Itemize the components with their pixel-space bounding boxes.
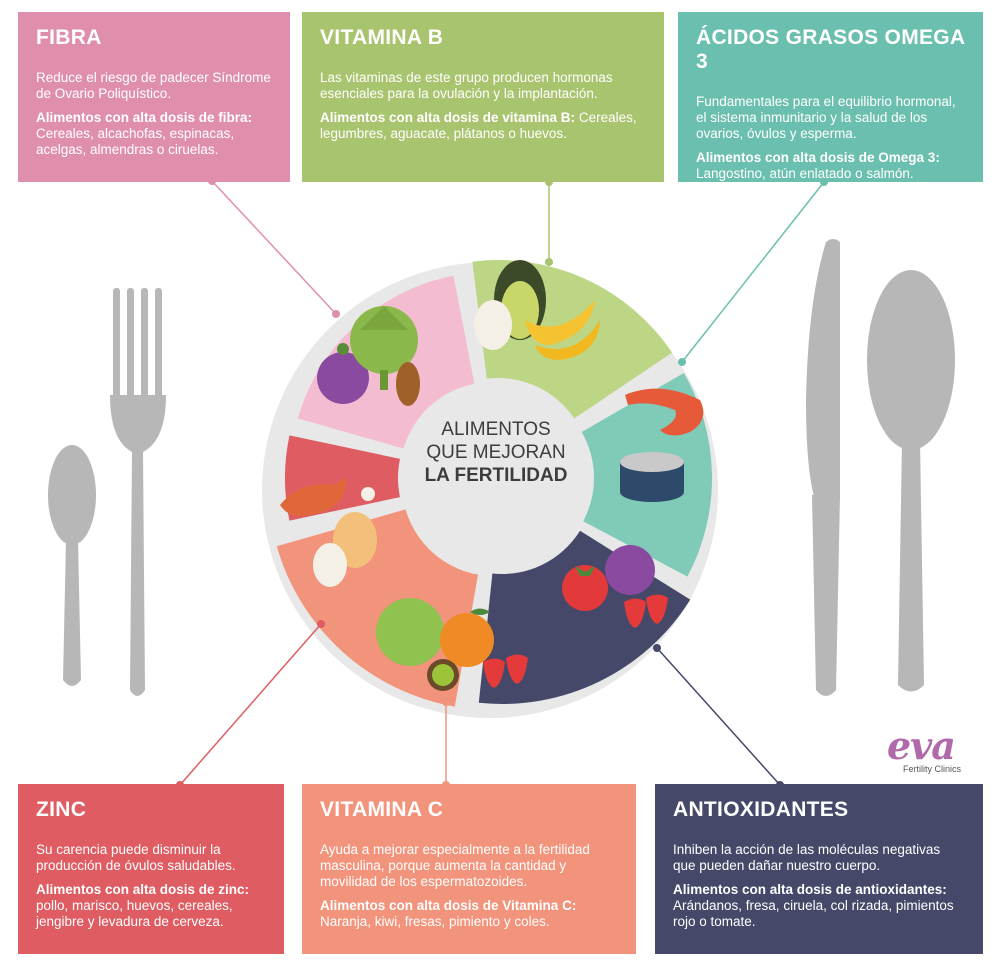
artichoke-icon <box>350 306 418 390</box>
connector-antioxidantes <box>656 647 781 786</box>
card-description: Reduce el riesgo de padecer Síndrome de … <box>36 70 271 101</box>
card-foods-list: Naranja, kiwi, fresas, pimiento y coles. <box>320 914 550 929</box>
connector-fibra <box>211 180 337 315</box>
lobster-icon <box>280 478 347 517</box>
card-description: Ayuda a mejorar especialmente a la ferti… <box>320 842 590 889</box>
card-foods-label: Alimentos con alta dosis de vitamina B: <box>320 110 576 125</box>
plate-center-title: ALIMENTOS QUE MEJORAN LA FERTILIDAD <box>412 418 580 487</box>
card-foods-list: Langostino, atún enlatado o salmón. <box>696 166 914 181</box>
tuna-can-icon <box>620 452 684 502</box>
card-foods-label: Alimentos con alta dosis de Omega 3: <box>696 150 940 165</box>
card-omega3: ÁCIDOS GRASOS OMEGA 3 Fundamentales para… <box>678 12 983 182</box>
card-description: Fundamentales para el equilibrio hormona… <box>696 94 956 141</box>
logo-mark: eva <box>887 723 956 768</box>
card-foods: Alimentos con alta dosis de zinc:pollo, … <box>36 882 266 930</box>
card-foods-list: Arándanos, fresa, ciruela, col rizada, p… <box>673 898 954 929</box>
card-foods: Alimentos con alta dosis de Vitamina C:N… <box>320 898 618 930</box>
card-description: Inhiben la acción de las moléculas negat… <box>673 842 941 873</box>
connector-lines <box>176 177 828 789</box>
orange-icon <box>440 608 494 667</box>
connector-omega3 <box>681 181 825 363</box>
plum-icon <box>317 343 369 404</box>
card-fibra: FIBRA Reduce el riesgo de padecer Síndro… <box>18 12 290 182</box>
egg-icon-2 <box>313 543 347 587</box>
card-zinc: ZINC Su carencia puede disminuir la prod… <box>18 784 284 954</box>
card-description: Las vitaminas de este grupo producen hor… <box>320 70 613 101</box>
card-antioxidantes: ANTIOXIDANTES Inhiben la acción de las m… <box>655 784 983 954</box>
card-title: ZINC <box>36 798 87 821</box>
card-vitamina-c: VITAMINA C Ayuda a mejorar especialmente… <box>302 784 636 954</box>
logo-subtitle: Fertility Clinics <box>903 764 962 774</box>
card-foods-list: pollo, marisco, huevos, cereales, jengib… <box>36 898 233 929</box>
shrimp-icon <box>625 388 704 436</box>
card-title: VITAMINA C <box>320 798 444 821</box>
card-foods-label: Alimentos con alta dosis de zinc: <box>36 882 250 897</box>
plate-center <box>404 384 588 568</box>
cabbage-icon <box>376 598 444 666</box>
card-foods-list: Cereales, legumbres, aguacate, plátanos … <box>320 110 637 141</box>
card-foods-label: Alimentos con alta dosis de Vitamina C: <box>320 898 577 913</box>
center-line-3: LA FERTILIDAD <box>424 465 568 486</box>
connector-zinc <box>179 623 322 786</box>
card-foods-label: Alimentos con alta dosis de fibra: <box>36 110 253 125</box>
card-foods: Alimentos con alta dosis de vitamina B: … <box>320 110 646 142</box>
center-line-2: QUE MEJORAN <box>426 442 566 463</box>
kiwi-icon <box>427 659 459 691</box>
plum-icon-2 <box>605 545 655 595</box>
card-vitamina-b: VITAMINA B Las vitaminas de este grupo p… <box>302 12 664 182</box>
fork-icon <box>110 288 166 696</box>
banana-icon <box>525 300 600 360</box>
strawberry-icon <box>483 654 528 688</box>
eva-logo: eva Fertility Clinics <box>887 723 987 775</box>
large-spoon-icon <box>867 270 955 692</box>
card-description: Su carencia puede disminuir la producció… <box>36 842 236 873</box>
card-title: VITAMINA B <box>320 26 444 49</box>
card-title: ANTIOXIDANTES <box>673 798 849 821</box>
almond-icon <box>396 362 420 406</box>
strawberry-icon-2 <box>624 594 668 628</box>
tomato-icon <box>562 565 608 611</box>
card-foods: Alimentos con alta dosis de fibra:Cereal… <box>36 110 272 158</box>
center-line-1: ALIMENTOS <box>441 419 551 440</box>
knife-icon <box>806 239 840 696</box>
card-foods-label: Alimentos con alta dosis de antioxidante… <box>673 882 947 897</box>
card-title: FIBRA <box>36 26 102 49</box>
spoon-icon <box>48 445 96 686</box>
egg-icon <box>474 300 512 350</box>
card-foods-list: Cereales, alcachofas, espinacas, acelgas… <box>36 126 235 157</box>
card-foods: Alimentos con alta dosis de Omega 3:Lang… <box>696 150 965 182</box>
card-foods: Alimentos con alta dosis de antioxidante… <box>673 882 965 930</box>
card-title: ÁCIDOS GRASOS OMEGA 3 <box>696 26 965 73</box>
